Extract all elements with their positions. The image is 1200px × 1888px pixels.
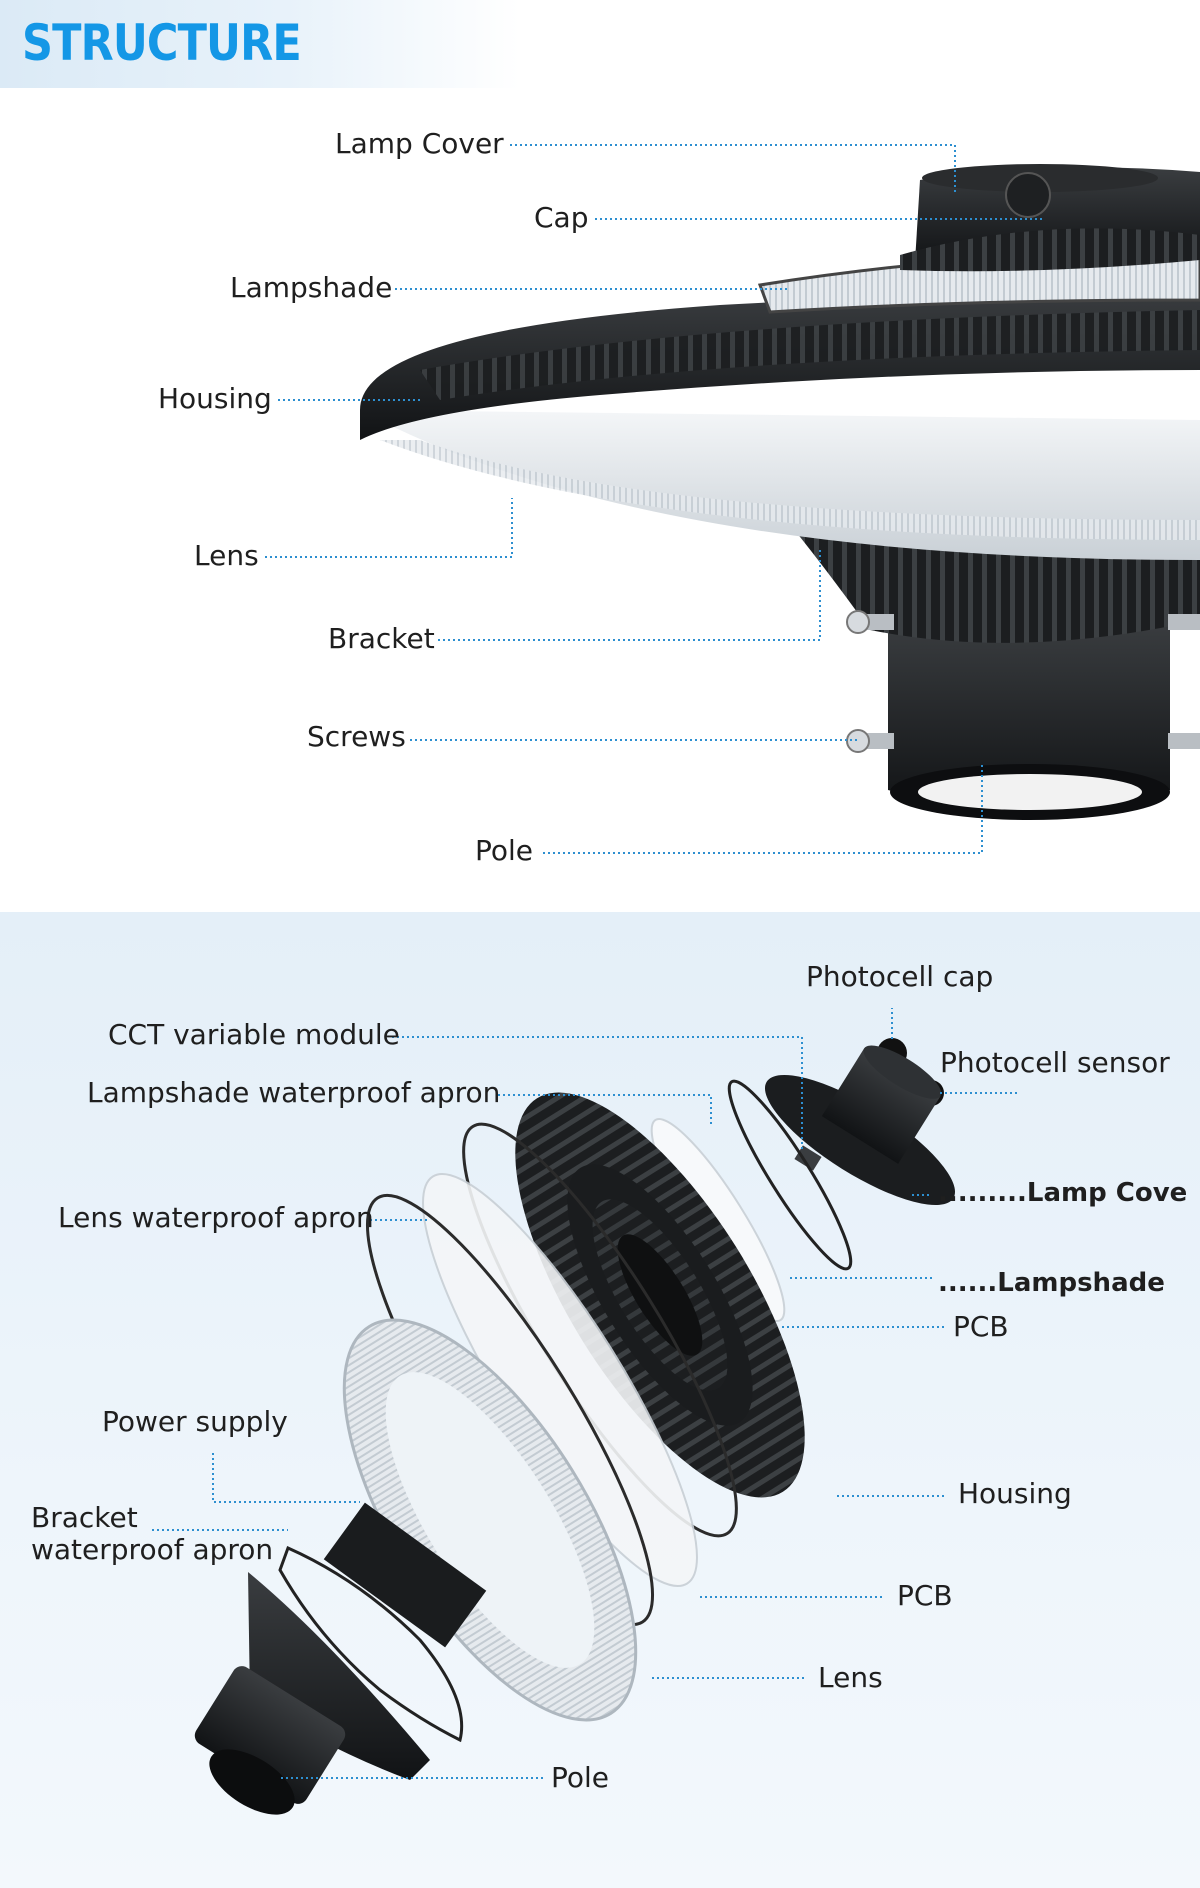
assembled-lamp <box>360 164 1200 820</box>
assembled-leader-lines <box>265 144 1045 854</box>
label-pcb-lower: PCB <box>897 1579 953 1612</box>
label-lampshade: Lampshade <box>230 271 393 304</box>
lens-part <box>342 1318 638 1722</box>
exploded-lamp <box>194 1038 956 1815</box>
label-cap: Cap <box>534 201 589 234</box>
label-lens-apron: Lens waterproof apron <box>58 1201 374 1234</box>
exploded-leader-lines <box>152 1008 1018 1779</box>
label-lens: Lens <box>194 539 259 572</box>
housing-part <box>515 1092 805 1498</box>
label-photocell-sensor: Photocell sensor <box>940 1046 1170 1079</box>
power-supply-part <box>323 1502 487 1648</box>
label-lampshade-bottom: ......Lampshade <box>938 1268 1165 1298</box>
label-lamp-cover: Lamp Cover <box>335 127 504 160</box>
label-photocell-cap: Photocell cap <box>806 960 994 993</box>
label-power-supply: Power supply <box>102 1405 288 1438</box>
label-bracket: Bracket <box>328 622 435 655</box>
screw-upper <box>846 610 894 634</box>
header-band <box>0 0 520 88</box>
label-pcb-upper: PCB <box>953 1310 1009 1343</box>
screw-lower <box>846 729 894 753</box>
label-cct-module: CCT variable module <box>108 1018 400 1051</box>
label-bracket-apron: Bracket waterproof apron <box>31 1501 274 1566</box>
label-pole-bottom: Pole <box>551 1761 610 1794</box>
lampshade-apron-part <box>727 1079 853 1271</box>
label-pole-top: Pole <box>475 834 534 867</box>
lamp-cover-part <box>764 1045 956 1206</box>
label-lampshade-apron: Lampshade waterproof apron <box>87 1076 501 1109</box>
page-title: STRUCTURE <box>22 14 302 72</box>
bracket-pole-part <box>194 1572 430 1815</box>
label-screws: Screws <box>307 720 406 753</box>
label-housing: Housing <box>158 382 272 415</box>
label-lamp-cove: .........Lamp Cove <box>938 1178 1188 1208</box>
pole-tube <box>888 620 1170 810</box>
label-lens-bottom: Lens <box>818 1661 883 1694</box>
cct-module-part <box>794 1145 822 1171</box>
label-housing-bottom: Housing <box>958 1477 1072 1510</box>
bracket-apron-part <box>278 1545 464 1743</box>
